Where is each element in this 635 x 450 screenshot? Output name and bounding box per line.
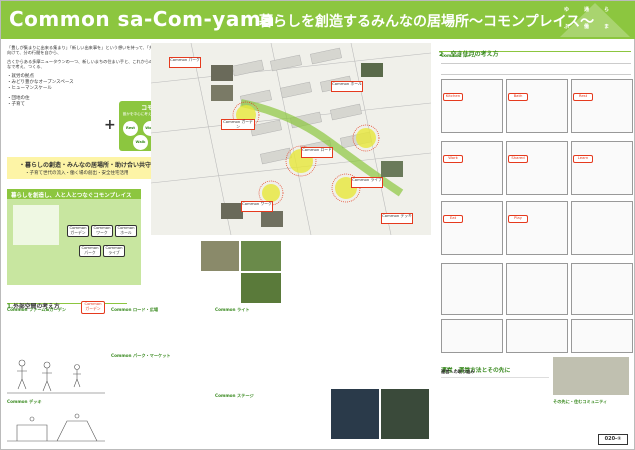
sub-label: Common ライト [215, 307, 250, 312]
section-1-number: 1. [7, 304, 14, 310]
corner-label: ぶ [564, 24, 570, 30]
corner-badge: ゆ 通 ら ぶ 働 ま [560, 3, 630, 37]
floor-plan [571, 319, 633, 353]
plan-label: Eat [443, 215, 463, 223]
plan-label: Rest [573, 93, 593, 101]
section-2-text [441, 63, 631, 75]
floor-plan [441, 141, 503, 195]
floor-plan [571, 263, 633, 315]
sub-label: Common デッキ [7, 399, 42, 404]
intro-list-item: ・団地の住 [7, 95, 30, 101]
sub-label: Common ファーム&ガーデン [7, 307, 67, 312]
section-3-header: 運営・運営方法とその先に [441, 357, 549, 374]
section-3-text [441, 377, 549, 428]
summary-line: ・子育て世代の流入・働く場の創出・安全住宅活用 [25, 171, 129, 176]
site-map [151, 43, 431, 235]
concept-tag: Common ワーク [91, 225, 113, 237]
people-illustration [13, 205, 59, 245]
intro-list-item: ・みどり豊かなオープンスペース [7, 79, 74, 85]
floor-plan [441, 319, 503, 353]
plan-label: Play [508, 215, 528, 223]
section-2-sublabel: Common ルーム [441, 53, 476, 58]
intro-list-item: ・就労の拠点 [7, 73, 34, 79]
deck-sketch [7, 413, 105, 442]
plan-label: Learn [573, 155, 593, 163]
plan-label: Bath [508, 93, 528, 101]
intro-list-item: ・ヒューマンスケール [7, 85, 52, 91]
intro-section: 「豊しが集まりに出来る集まり」「新しい出来事を」という想いを持って、「共に生き」… [7, 45, 203, 108]
intro-list-item: ・子育て [7, 101, 25, 107]
section-3-sub: その先に・住むコミュニティ [553, 399, 608, 404]
title-bar: Common sa-Com-yama 暮らしを創造するみんなの居場所～コモンプレ… [1, 1, 635, 39]
summary-line: ・暮らしの創造・みんなの居場所・助け合い共守りの拠点 [19, 162, 176, 169]
green-box-title: 暮らしを創造し、人と人とつなぐコモンプレイス [11, 192, 132, 199]
concept-tag: Common パーク [79, 245, 101, 257]
corner-label: ゆ [564, 7, 570, 13]
page-number: 020-① [598, 434, 628, 445]
green-box-header: 暮らしを創造し、人と人とつなぐコモンプレイス [7, 189, 141, 199]
night-photo [331, 389, 379, 439]
plan-label: Kitchen [443, 93, 463, 101]
floor-plan [441, 201, 503, 255]
community-photo [553, 357, 629, 395]
green-concept-box: 暮らしを創造し、人と人とつなぐコモンプレイス Common ガーデン Commo… [7, 189, 141, 285]
plus-sign: + [104, 117, 116, 133]
corner-label: ら [604, 7, 610, 13]
section-1-header: 1.外部空間の考え方 [7, 293, 127, 310]
map-tag: Common ロード [301, 147, 333, 158]
map-tag: Common ホール [331, 81, 363, 92]
common-tag: Common ガーデン [81, 301, 105, 314]
floor-plan [571, 79, 633, 133]
photo [201, 241, 239, 271]
floor-plan [571, 141, 633, 195]
concept-tag: Common ライブ [103, 245, 125, 257]
concept-tag: Common ホール [115, 225, 137, 237]
concept-tag: Common ガーデン [67, 225, 89, 237]
corner-label: ま [604, 24, 610, 30]
sub-label: Common パーク・マーケット [111, 353, 171, 358]
intro-paragraph: 古くからある多摩ニュータウンの一つ、新しいまちの住まい手と、これからの暮らし方の… [7, 58, 200, 70]
map-tag: Common ライブ [351, 177, 383, 188]
map-tag: Common ワーク [241, 201, 273, 212]
photo [241, 241, 281, 271]
plan-label: Shared [508, 155, 528, 163]
map-tag: Common デッキ [381, 213, 413, 224]
section-1-title: 外部空間の考え方 [13, 304, 60, 310]
section-3-title: 運営・運営方法とその先に [441, 368, 511, 374]
section-2-title: 空き住戸の考え方 [450, 51, 499, 58]
floor-plan [506, 141, 568, 195]
section-2-number: 2. [439, 51, 446, 58]
intro-paragraph: 「豊しが集まりに出来る集まり」「新しい出来事を」という想いを持って、「共に生き」… [7, 45, 200, 56]
corner-label: 通 [584, 7, 590, 13]
people-sketch [7, 359, 105, 394]
floor-plan [506, 79, 568, 133]
section-3-sub: 運営への取り組み [441, 369, 475, 374]
photo [241, 273, 281, 303]
floor-plan [506, 319, 568, 353]
floor-plan [441, 79, 503, 133]
map-tag: Common パーク [169, 57, 201, 68]
floor-plan [506, 201, 568, 255]
sub-label: Common ロード・広場 [111, 307, 159, 312]
bubble-walk: Walk [133, 135, 148, 150]
poster-title: Common sa-Com-yama [9, 7, 276, 31]
section-2-header: 2. 空き住戸の考え方 [439, 41, 631, 58]
corner-label: 働 [584, 24, 590, 30]
plan-label: Work [443, 155, 463, 163]
floor-plan [571, 201, 633, 255]
floor-plan [441, 263, 503, 315]
mountain-icon [560, 3, 630, 37]
map-tag: Common ガーデン [221, 119, 255, 130]
floor-plan [506, 263, 568, 315]
sub-label: Common ステージ [215, 393, 254, 398]
bubble-rest: Rest [123, 121, 138, 136]
poster-subtitle: 暮らしを創造するみんなの居場所～コモンプレイス～ [259, 14, 595, 30]
night-photo [381, 389, 429, 439]
